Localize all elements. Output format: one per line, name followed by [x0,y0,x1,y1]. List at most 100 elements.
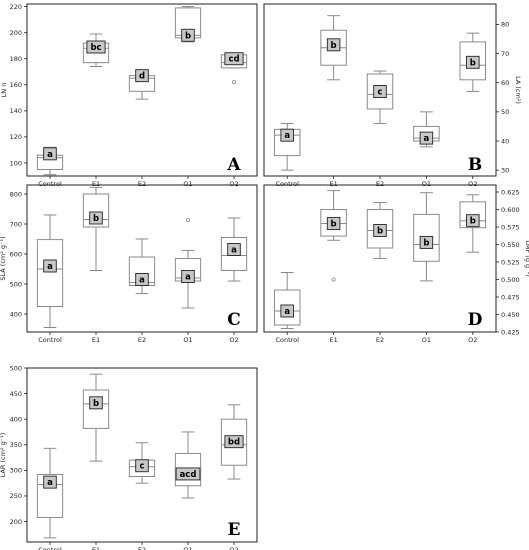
box-o1: a [413,111,440,148]
significance-label: a [185,273,191,283]
y-tick-label: 100 [10,159,22,167]
panel-letter: E [228,520,241,540]
box-e1: b [82,186,110,271]
y-tick-label: 30 [501,166,509,174]
significance-label: b [423,238,429,248]
y-tick-label: 400 [10,310,22,318]
y-tick-label: 0.425 [501,328,520,336]
box-e2: a [128,238,156,295]
box-o2: b [459,32,487,92]
box-o1: b [413,192,440,282]
significance-label: b [331,41,337,51]
y-tick-label: 0.525 [501,258,520,266]
y-axis-label: LA (cm²) [514,76,522,104]
significance-label-box [135,69,149,83]
significance-label: b [93,399,99,409]
box-o2: cd [220,52,248,85]
x-tick-label: Control [275,180,299,188]
y-tick-label: 0.450 [501,311,520,319]
significance-label-box [89,211,103,225]
box-control: a [36,146,64,176]
x-tick-label: E2 [138,546,146,550]
y-tick-label: 120 [10,133,22,141]
significance-label-box [280,128,294,142]
significance-label-box [326,217,341,230]
significance-label-box [135,459,149,473]
x-tick-label: O1 [183,546,192,550]
x-tick-label: E1 [92,546,100,550]
y-tick-label: 600 [10,250,22,258]
significance-label-box [43,259,57,273]
significance-label-box [419,235,434,249]
iqr-box [36,473,64,518]
box-o2: bd [220,404,248,480]
x-tick-label: E2 [138,336,146,344]
significance-label-box [43,147,57,161]
y-tick-label: 140 [10,107,22,115]
x-tick-label: O2 [468,336,477,344]
y-axis-label: LN n [0,83,8,98]
significance-label-box [373,85,387,98]
significance-label-box [280,304,294,318]
significance-label: a [47,262,53,272]
panel-d: 0.4250.4500.4750.5000.5250.5500.5750.600… [263,184,529,344]
y-tick-label: 160 [10,81,22,89]
y-axis-label: SLA (cm² g⁻¹) [0,236,7,280]
panel-letter: B [468,155,482,175]
box-control: a [36,447,64,539]
x-tick-label: E2 [138,180,146,188]
significance-label-box [135,273,149,286]
significance-label: b [470,58,476,68]
box-e2: c [128,442,156,484]
y-tick-label: 250 [10,492,22,500]
x-tick-label: O1 [422,180,431,188]
box-e1: b [320,190,347,282]
box-o2: a [220,217,248,282]
x-tick-label: Control [38,180,62,188]
significance-label-box [224,435,244,449]
y-tick-label: 300 [10,467,22,475]
box-o1: acd [174,431,202,499]
y-tick-label: 180 [10,55,22,63]
x-tick-label: E2 [376,336,384,344]
y-tick-label: 400 [10,415,22,423]
y-tick-label: 350 [10,441,22,449]
box-e2: c [366,70,394,125]
box-e2: d [128,69,156,100]
box-o2: b [459,194,487,253]
significance-label-box [181,28,195,42]
x-tick-label: E1 [92,336,100,344]
y-tick-label: 700 [10,220,22,228]
significance-label: b [470,217,476,227]
box-control: a [273,272,301,329]
significance-label-box [224,52,244,66]
x-tick-label: E1 [329,336,337,344]
y-tick-label: 200 [10,29,22,37]
significance-label: a [139,276,145,286]
significance-label: a [424,134,430,144]
significance-label: bd [228,438,240,448]
significance-label-box [326,38,341,52]
x-tick-label: O1 [422,336,431,344]
significance-label: a [284,131,290,141]
x-tick-label: O1 [183,180,192,188]
significance-label: d [139,72,145,82]
significance-label-box [175,467,201,481]
significance-label: a [284,307,290,317]
panel-letter: C [227,310,241,330]
significance-label-box [43,475,57,489]
box-control: a [36,214,64,328]
y-tick-label: 500 [10,364,22,372]
significance-label-box [466,55,480,69]
significance-label-box [89,396,103,410]
box-e1: b [320,15,347,81]
box-e2: b [366,202,394,259]
x-tick-label: E1 [92,180,100,188]
box-o1: b [174,6,202,43]
significance-label: a [47,478,53,488]
outlier-point [331,277,336,282]
